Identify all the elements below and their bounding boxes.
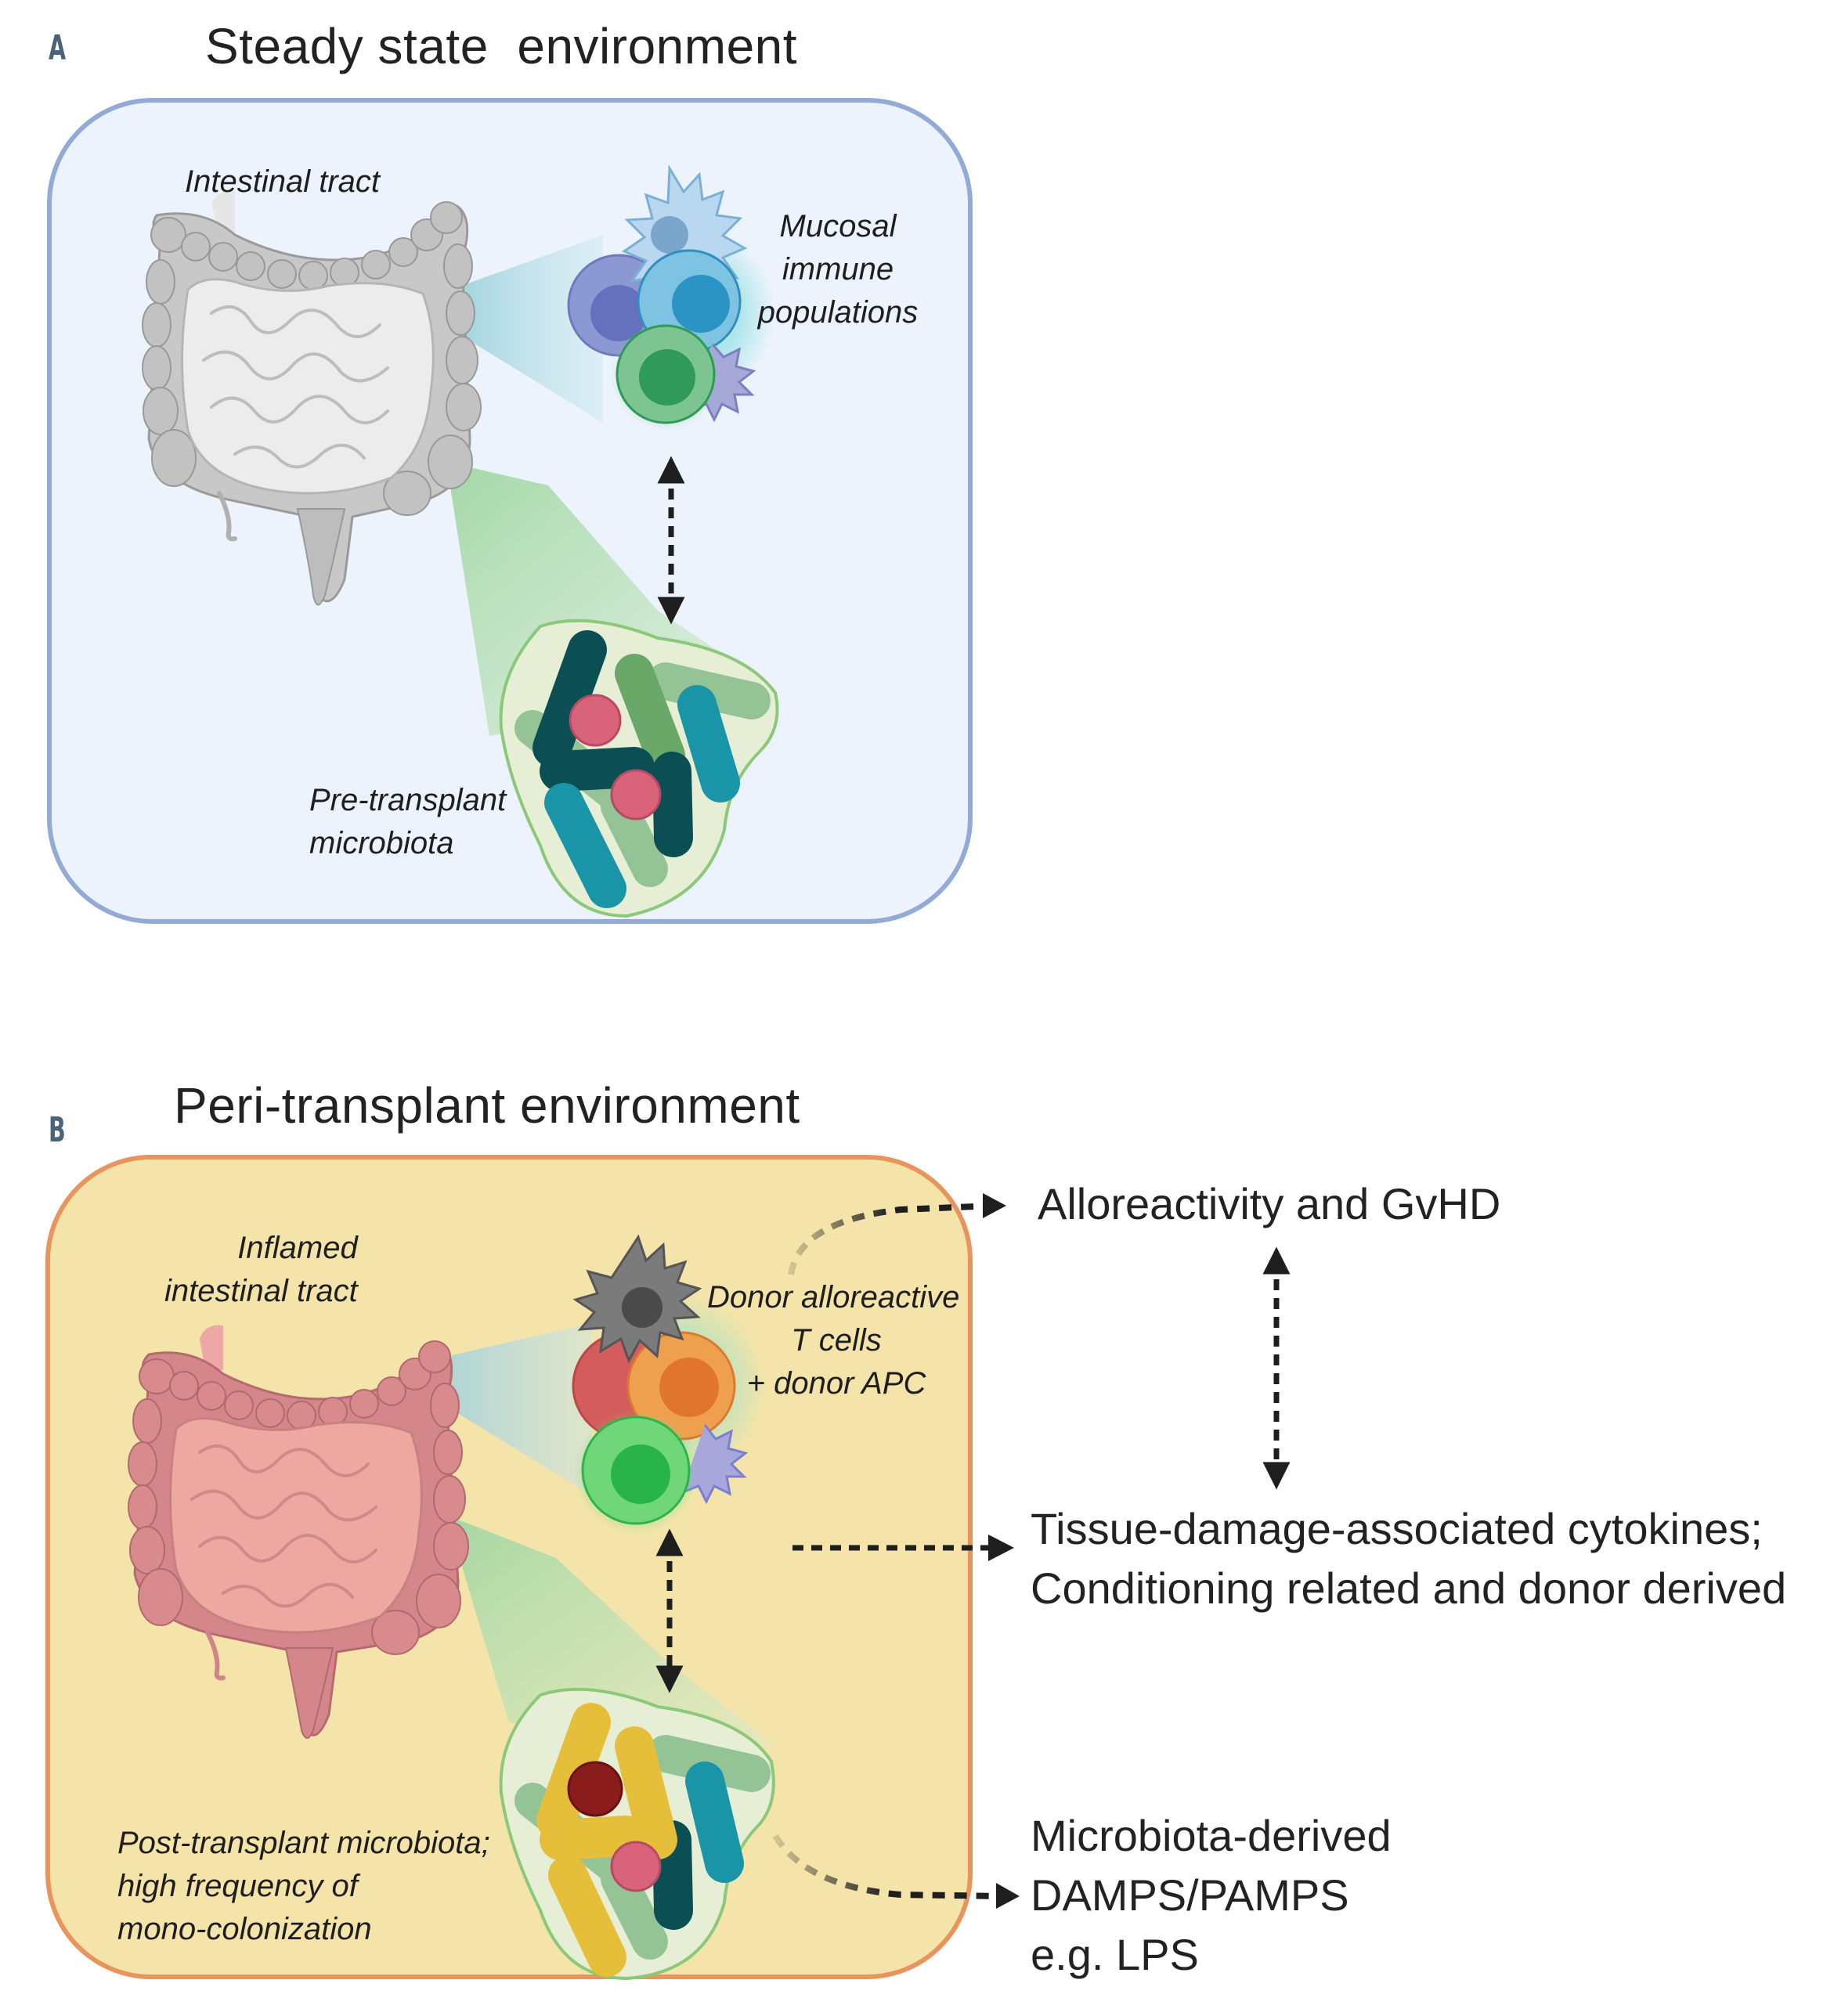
arrow-to-alloreactivity (788, 1203, 995, 1275)
label-post-transplant-line1: Post-transplant microbiota; (117, 1826, 490, 1860)
outcome-damps-line3: e.g. LPS (1031, 1930, 1199, 1979)
outcome-damps-line2: DAMPS/PAMPS (1031, 1870, 1349, 1920)
microbiota-icon-a (499, 619, 779, 918)
label-post-transplant-line3: mono-colonization (117, 1912, 372, 1946)
panel-b-title: Peri-transplant environment (174, 1077, 800, 1134)
label-mucosal-line3: populations (757, 295, 919, 330)
immune-cells-icon-a (567, 164, 775, 431)
zoom-beam-microbiota-b (446, 1515, 775, 1746)
zoom-beam-immune-a (450, 235, 603, 423)
panel-a-letter: A (49, 28, 67, 68)
label-pre-transplant-line1: Pre-transplant (309, 783, 507, 817)
label-pre-transplant-line2: microbiota (309, 826, 454, 860)
outcome-cytokines-line1: Tissue-damage-associated cytokines; (1031, 1504, 1763, 1553)
label-mucosal-line1: Mucosal (779, 209, 897, 243)
arrow-head-damps (996, 1883, 1020, 1909)
microbiota-icon-b (499, 1687, 775, 1981)
label-post-transplant-line2: high frequency of (117, 1869, 358, 1903)
label-mucosal-line2: immune (782, 252, 894, 287)
panel-b-letter: B (49, 1110, 66, 1150)
outcome-alloreactivity: Alloreactivity and GvHD (1038, 1179, 1501, 1228)
panel-a-title: Steady state environment (205, 18, 798, 74)
zoom-beam-immune-b (439, 1323, 591, 1495)
intestine-icon-pink (128, 1325, 469, 1739)
label-donor-line2: T cells (791, 1323, 882, 1358)
outcome-damps-line1: Microbiota-derived (1031, 1811, 1392, 1860)
arrow-to-damps (772, 1834, 1003, 1899)
immune-cells-icon-b (572, 1234, 767, 1535)
label-donor-line3: + donor APC (746, 1366, 926, 1401)
arrow-head-cytokines (988, 1535, 1014, 1561)
label-inflamed-line1: Inflamed (237, 1231, 358, 1265)
arrow-head-alloreactivity (983, 1193, 1006, 1218)
label-intestinal-tract: Intestinal tract (185, 164, 381, 199)
label-donor-line1: Donor alloreactive (707, 1280, 960, 1315)
label-inflamed-line2: intestinal tract (164, 1274, 358, 1308)
outcome-cytokines-line2: Conditioning related and donor derived (1031, 1563, 1787, 1613)
intestine-icon-gray (142, 191, 482, 606)
